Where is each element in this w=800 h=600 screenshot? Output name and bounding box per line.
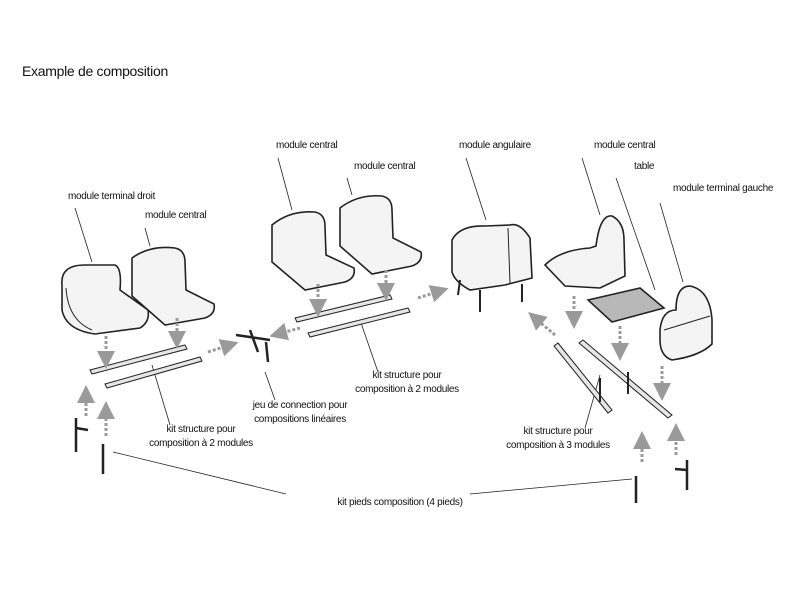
- page-title: Example de composition: [22, 63, 168, 79]
- label-kit-pieds: kit pieds composition (4 pieds): [337, 497, 463, 508]
- label-kit-structure-mid: kit structure pour composition à 2 modul…: [355, 369, 459, 397]
- module-central-3: [339, 194, 423, 275]
- label-table: table: [634, 161, 655, 172]
- label-jeu-connection: jeu de connection pour compositions liné…: [253, 399, 348, 427]
- structure-bars: [89, 294, 673, 419]
- label-line: kit structure pour: [166, 424, 236, 435]
- assembly-arrows: [77, 270, 685, 462]
- module-central-4: [543, 215, 626, 289]
- label-module-central-4: module central: [594, 140, 656, 151]
- label-module-central-3: module central: [354, 161, 416, 172]
- label-module-central-2: module central: [276, 140, 338, 151]
- legs: [74, 418, 689, 503]
- label-line: composition à 2 modules: [149, 438, 253, 449]
- leader-lines: [74, 157, 684, 495]
- label-module-terminal-droit: module terminal droit: [68, 191, 156, 202]
- label-line: composition à 3 modules: [506, 440, 610, 451]
- module-terminal-gauche: [659, 285, 713, 361]
- label-module-terminal-gauche: module terminal gauche: [673, 183, 774, 194]
- label-line: jeu de connection pour: [252, 400, 348, 411]
- module-central-2: [271, 210, 356, 291]
- module-central-1: [131, 246, 216, 326]
- label-line: compositions linéaires: [254, 414, 346, 425]
- label-kit-structure-right: kit structure pour composition à 3 modul…: [506, 425, 610, 453]
- label-line: composition à 2 modules: [355, 384, 459, 395]
- module-angulaire: [451, 223, 533, 312]
- label-line: kit structure pour: [523, 426, 593, 437]
- label-module-central-1: module central: [145, 210, 207, 221]
- label-line: kit structure pour: [372, 370, 442, 381]
- label-kit-structure-left: kit structure pour composition à 2 modul…: [149, 423, 253, 451]
- label-module-angulaire: module angulaire: [459, 140, 531, 151]
- table: [586, 287, 666, 323]
